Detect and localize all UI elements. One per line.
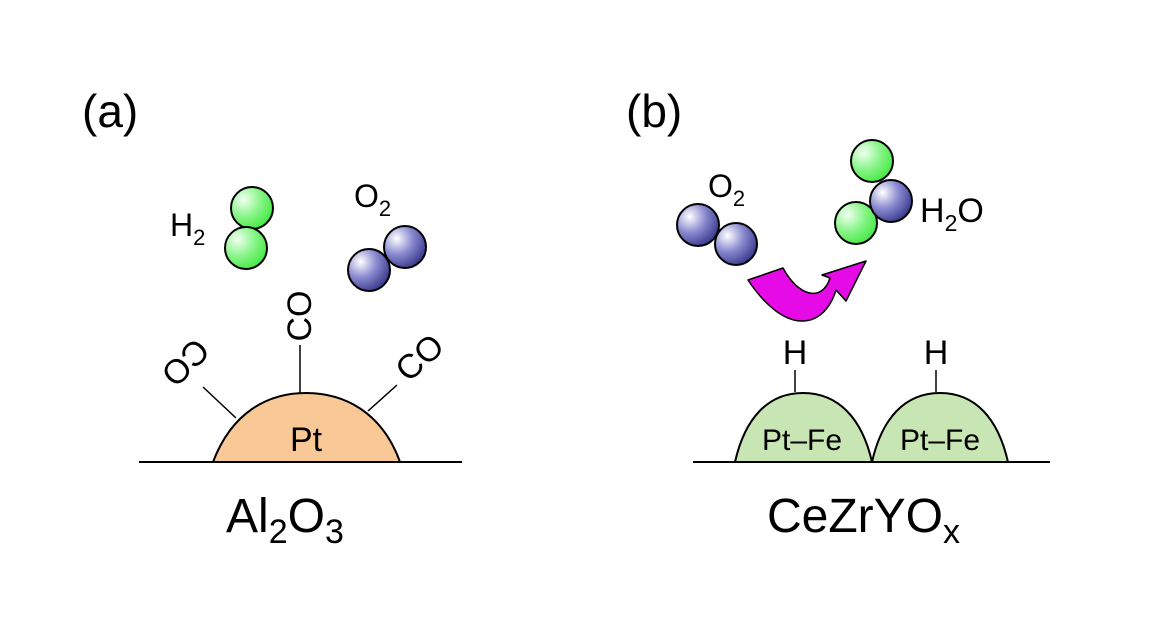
support-label-b: CeZrYOx bbox=[767, 490, 960, 551]
support-b-sub: x bbox=[943, 513, 960, 551]
h2-molecule bbox=[224, 186, 274, 270]
panel-b: (b) O2 H2O H H Pt–Fe Pt–Fe bbox=[626, 85, 1050, 551]
h2-label-main: H bbox=[170, 207, 193, 243]
h-atom bbox=[224, 226, 268, 270]
h2-label: H2 bbox=[170, 207, 205, 250]
h2o-molecule bbox=[834, 139, 913, 245]
h2o-p2: O bbox=[957, 192, 983, 230]
co-bond-left bbox=[202, 386, 237, 419]
ptfe-particle-left bbox=[733, 391, 874, 463]
support-a-p1: Al bbox=[226, 490, 269, 543]
o-atom bbox=[714, 222, 758, 266]
h2o-s1: 2 bbox=[945, 210, 958, 236]
o2-label-sub: 2 bbox=[379, 196, 391, 221]
co-label-right: CO bbox=[388, 327, 451, 389]
o2-label: O2 bbox=[354, 178, 391, 221]
support-b-main: CeZrYO bbox=[767, 490, 943, 543]
o2-b-sub: 2 bbox=[733, 186, 745, 211]
o-atom bbox=[383, 225, 427, 269]
h2o-label: H2O bbox=[920, 192, 984, 236]
o2-molecule-b bbox=[676, 203, 758, 266]
panel-b-label: (b) bbox=[626, 85, 682, 137]
panel-a: (a) H2 O2 CO CO CO Pt Al2O bbox=[82, 85, 462, 551]
panel-a-label: (a) bbox=[82, 85, 138, 137]
co-bond-right bbox=[367, 384, 398, 412]
h-atom bbox=[834, 201, 878, 245]
h-atom bbox=[850, 139, 894, 183]
support-a-s1: 2 bbox=[269, 513, 288, 551]
h2-label-sub: 2 bbox=[193, 225, 205, 250]
o-atom bbox=[869, 179, 913, 223]
h2o-p1: H bbox=[920, 192, 945, 230]
reaction-arrow bbox=[747, 260, 867, 322]
h-adsorbate-right: H bbox=[924, 334, 949, 372]
o2-label-b: O2 bbox=[708, 168, 745, 211]
ptfe-label-right: Pt–Fe bbox=[900, 424, 980, 457]
co-label-top: CO bbox=[281, 291, 319, 342]
o2-b-main: O bbox=[708, 168, 733, 204]
o-atom bbox=[676, 203, 720, 247]
support-a-s2: 3 bbox=[325, 513, 344, 551]
pt-particle bbox=[211, 391, 402, 463]
o-atom bbox=[347, 248, 391, 292]
ptfe-particle-right bbox=[870, 391, 1010, 463]
h-adsorbate-left: H bbox=[783, 334, 808, 372]
h-atom bbox=[230, 186, 274, 230]
support-label-a: Al2O3 bbox=[226, 490, 344, 551]
support-a-p2: O bbox=[288, 490, 325, 543]
co-label-left: CO bbox=[154, 331, 217, 394]
pt-label: Pt bbox=[290, 421, 323, 459]
o2-label-main: O bbox=[354, 178, 379, 214]
ptfe-label-left: Pt–Fe bbox=[762, 424, 842, 457]
o2-molecule bbox=[347, 225, 427, 292]
